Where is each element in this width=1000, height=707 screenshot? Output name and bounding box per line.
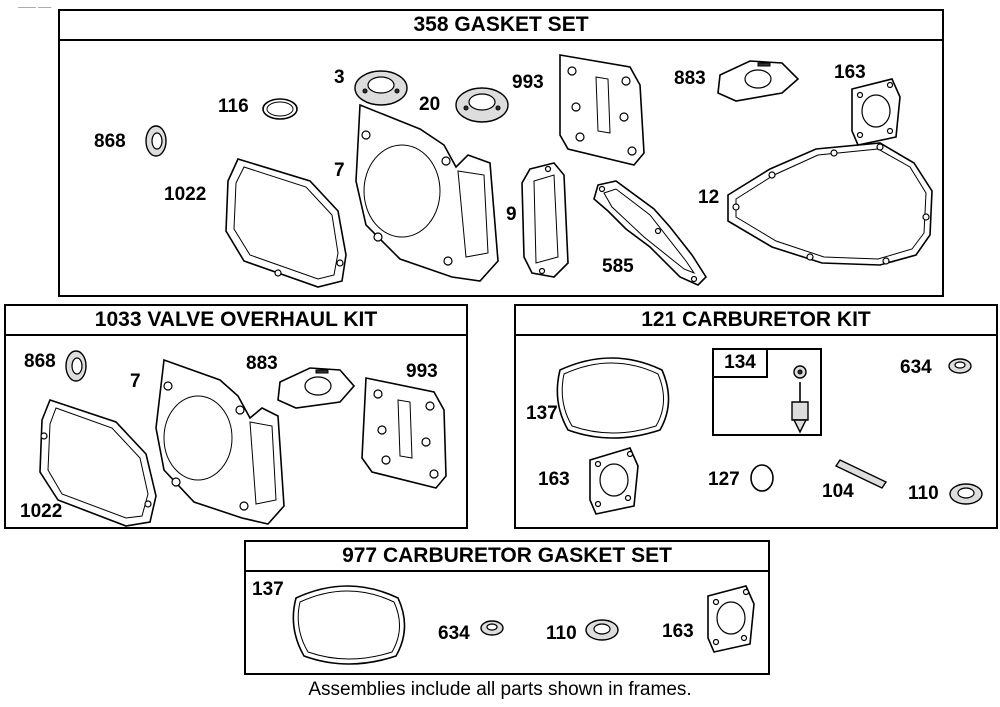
- gasket-7-icon: [155, 358, 285, 525]
- label-993: 993: [406, 361, 438, 382]
- gasket-1022-icon: [39, 399, 157, 527]
- label-1022: 1022: [164, 184, 207, 205]
- gasket-set-title: 358 GASKET SET: [60, 11, 942, 41]
- label-883: 883: [246, 353, 278, 374]
- gasket-585-icon: [593, 180, 708, 286]
- seal-3-icon: [354, 70, 408, 106]
- label-116: 116: [218, 96, 249, 117]
- carb-gasket-set-frame: 977 CARBURETOR GASKET SET 137 634 110 16…: [244, 540, 770, 675]
- carb-kit-drawings: [556, 357, 983, 515]
- label-110: 110: [908, 483, 939, 504]
- label-883: 883: [674, 68, 706, 89]
- corner-mark: ____ ___: [18, 0, 52, 8]
- label-9: 9: [506, 204, 517, 225]
- gasket-883-icon: [717, 60, 800, 102]
- gasket-set-drawings: [145, 54, 933, 288]
- label-3: 3: [334, 67, 345, 88]
- label-163: 163: [834, 62, 866, 83]
- label-137: 137: [526, 403, 558, 424]
- label-634: 634: [900, 357, 932, 378]
- valve-kit-title: 1033 VALVE OVERHAUL KIT: [6, 306, 466, 336]
- gasket-9-icon: [521, 162, 569, 278]
- gasket-7-icon: [355, 103, 499, 282]
- washer-634-icon: [948, 358, 972, 374]
- label-7: 7: [130, 371, 141, 392]
- oring-116-icon: [262, 98, 298, 120]
- carb-kit-frame: 121 CARBURETOR KIT 134 634 137 163 127 1…: [514, 304, 998, 529]
- subframe-title-134: 134: [714, 350, 768, 378]
- oring-137-icon: [292, 585, 406, 665]
- gasket-1022-icon: [225, 158, 347, 288]
- washer-110-icon: [949, 483, 983, 505]
- carb-kit-title: 121 CARBURETOR KIT: [516, 306, 996, 336]
- pin-104-icon: [834, 459, 888, 489]
- label-634: 634: [438, 623, 470, 644]
- label-1022: 1022: [20, 501, 63, 522]
- gasket-993-icon: [361, 377, 447, 489]
- needle-valve-subframe: 134: [712, 348, 822, 436]
- label-868: 868: [24, 351, 56, 372]
- label-110: 110: [546, 623, 577, 644]
- valve-kit-drawings: [39, 350, 447, 527]
- label-137: 137: [252, 579, 284, 600]
- gasket-163-icon: [707, 585, 755, 653]
- caption: Assemblies include all parts shown in fr…: [308, 679, 692, 700]
- label-20: 20: [419, 94, 441, 115]
- label-163: 163: [662, 621, 694, 642]
- label-12: 12: [698, 187, 720, 208]
- label-585: 585: [602, 256, 634, 277]
- oring-137-icon: [556, 357, 670, 439]
- gasket-993-icon: [559, 54, 645, 166]
- gasket-883-icon: [277, 367, 356, 409]
- label-7: 7: [334, 160, 345, 181]
- gasket-set-frame: 358 GASKET SET 3 116 20 993 883 163 868 …: [58, 9, 944, 297]
- washer-110-icon: [585, 619, 619, 641]
- seal-20-icon: [455, 87, 509, 123]
- gasket-12-icon: [727, 142, 933, 266]
- gasket-163-icon: [851, 78, 901, 146]
- gasket-163-icon: [589, 447, 639, 515]
- valve-kit-frame: 1033 VALVE OVERHAUL KIT 868 7 883 993 10…: [4, 304, 468, 529]
- seal-868-icon: [65, 350, 87, 382]
- washer-634-icon: [480, 620, 504, 636]
- label-868: 868: [94, 131, 126, 152]
- plug-127-icon: [750, 464, 774, 492]
- label-127: 127: [708, 469, 740, 490]
- seal-868-icon: [145, 125, 167, 157]
- carb-gasket-set-drawings: [292, 585, 755, 665]
- carb-gasket-set-title: 977 CARBURETOR GASKET SET: [246, 542, 768, 572]
- label-104: 104: [822, 481, 854, 502]
- label-993: 993: [512, 72, 544, 93]
- label-163: 163: [538, 469, 570, 490]
- needle-valve-134-icon: [791, 365, 809, 434]
